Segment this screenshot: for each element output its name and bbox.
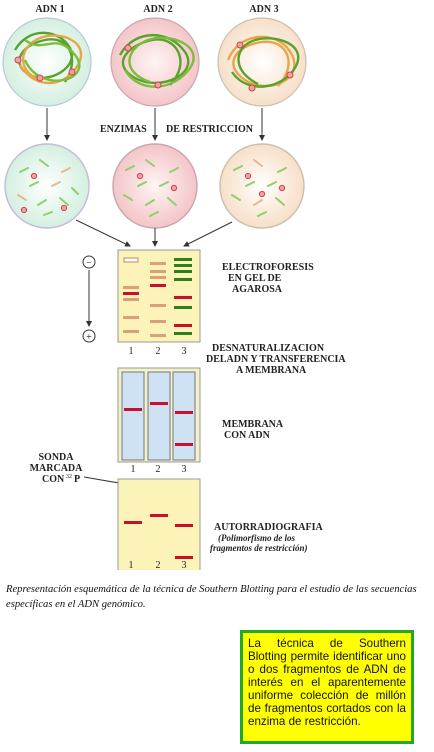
probe-label-3: CON [42,474,65,485]
membrane-label-2: CON ADN [224,430,271,441]
denat-label-3: A MEMBRANA [236,365,307,376]
dna-sample-1 [2,17,92,107]
film-lane-3: 3 [182,560,187,570]
membrane-lane-3: 3 [182,464,187,475]
electro-label-3: AGAROSA [232,284,283,295]
probe-label-1: SONDA [38,452,74,463]
denat-label-2: DELADN Y TRANSFERENCIA [206,354,346,365]
enzyme-label-b: DE RESTRICCION [166,124,254,135]
dna-label-3: ADN 3 [249,4,278,15]
autoradiography-film [117,478,201,570]
denat-label-1: DESNATURALIZACION [212,343,325,354]
southern-blot-diagram: ADN 1 ADN 2 ADN 3 ENZIMA [2,4,346,570]
membrane [117,367,201,463]
electro-label-2: EN GEL DE [228,273,282,284]
digested-sample-1 [4,143,90,229]
film-lane-2: 2 [156,560,161,570]
digested-sample-2 [112,143,198,229]
film-lane-1: 1 [129,560,134,570]
figure-caption: Representación esquemática de la técnica… [6,584,417,610]
dna-label-2: ADN 2 [143,4,172,15]
agarose-gel [117,249,201,343]
dna-label-1: ADN 1 [35,4,64,15]
digested-sample-3 [219,143,305,229]
membrane-lane-1: 1 [131,464,136,475]
dna-sample-2 [110,17,200,107]
gel-lane-1: 1 [129,346,134,357]
polymorphism-label-1: (Polimorfismo de los [218,533,295,543]
plus-sign: + [86,332,92,343]
dna-sample-3 [217,17,307,107]
autorad-label: AUTORRADIOGRAFIA [214,522,323,533]
gel-lane-3: 3 [182,346,187,357]
membrane-label-1: MEMBRANA [222,419,284,430]
polymorphism-label-2: fragmentos de restricción) [210,543,308,553]
probe-isotope: 32 [66,474,72,480]
enzyme-label-a: ENZIMAS [100,124,147,135]
probe-label-2: MARCADA [30,463,84,474]
gel-lane-2: 2 [156,346,161,357]
minus-sign: − [86,258,92,269]
membrane-lane-2: 2 [156,464,161,475]
electro-label-1: ELECTROFORESIS [222,262,314,273]
probe-element: P [74,474,80,485]
info-note: La técnica de Southern Blotting permite … [240,630,414,744]
